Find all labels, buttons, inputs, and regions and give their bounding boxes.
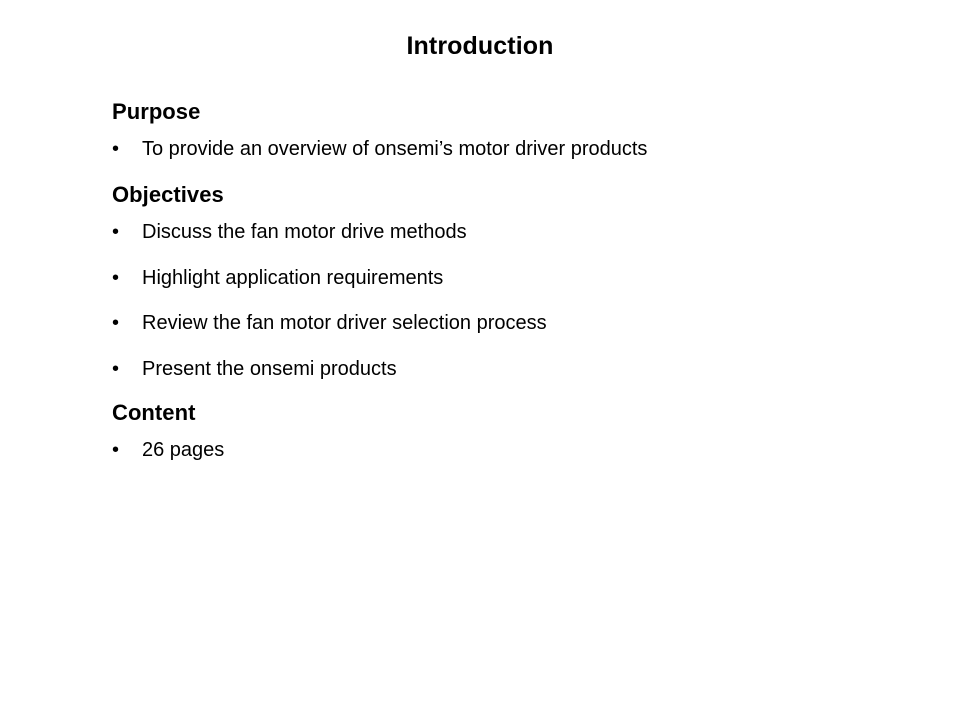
list-item: • Present the onsemi products (112, 357, 912, 381)
list-item: • To provide an overview of onsemi’s mot… (112, 137, 912, 161)
bullet-list-objectives: • Discuss the fan motor drive methods • … (112, 220, 912, 381)
section-heading-purpose: Purpose (112, 99, 201, 124)
bullet-icon: • (112, 439, 120, 462)
list-item-label: 26 pages (142, 439, 225, 462)
page-title: Introduction (406, 32, 554, 60)
list-item-label: To provide an overview of onsemi’s motor… (142, 137, 648, 160)
bullet-list-purpose: • To provide an overview of onsemi’s mot… (112, 137, 912, 161)
slide-body: Purpose • To provide an overview of onse… (112, 98, 912, 463)
section-heading-objectives: Objectives (112, 181, 224, 207)
list-item: • Discuss the fan motor drive methods (112, 220, 912, 244)
list-item-label: Review the fan motor driver selection pr… (142, 312, 547, 335)
section-purpose: Purpose • To provide an overview of onse… (112, 98, 912, 161)
section-content: Content • 26 pages (112, 399, 912, 463)
bullet-icon: • (112, 266, 120, 289)
list-item-label: Highlight application requirements (142, 266, 444, 289)
list-item: • 26 pages (112, 438, 912, 462)
section-heading-content: Content (112, 399, 196, 425)
bullet-icon: • (112, 357, 120, 380)
bullet-icon: • (112, 137, 120, 160)
bullet-list-content: • 26 pages (112, 438, 912, 462)
section-objectives: Objectives • Discuss the fan motor drive… (112, 181, 912, 381)
list-item-label: Discuss the fan motor drive methods (142, 221, 467, 244)
list-item: • Highlight application requirements (112, 266, 912, 290)
list-item-label: Present the onsemi products (142, 357, 397, 380)
bullet-icon: • (112, 221, 120, 244)
bullet-icon: • (112, 312, 120, 335)
list-item: • Review the fan motor driver selection … (112, 311, 912, 335)
